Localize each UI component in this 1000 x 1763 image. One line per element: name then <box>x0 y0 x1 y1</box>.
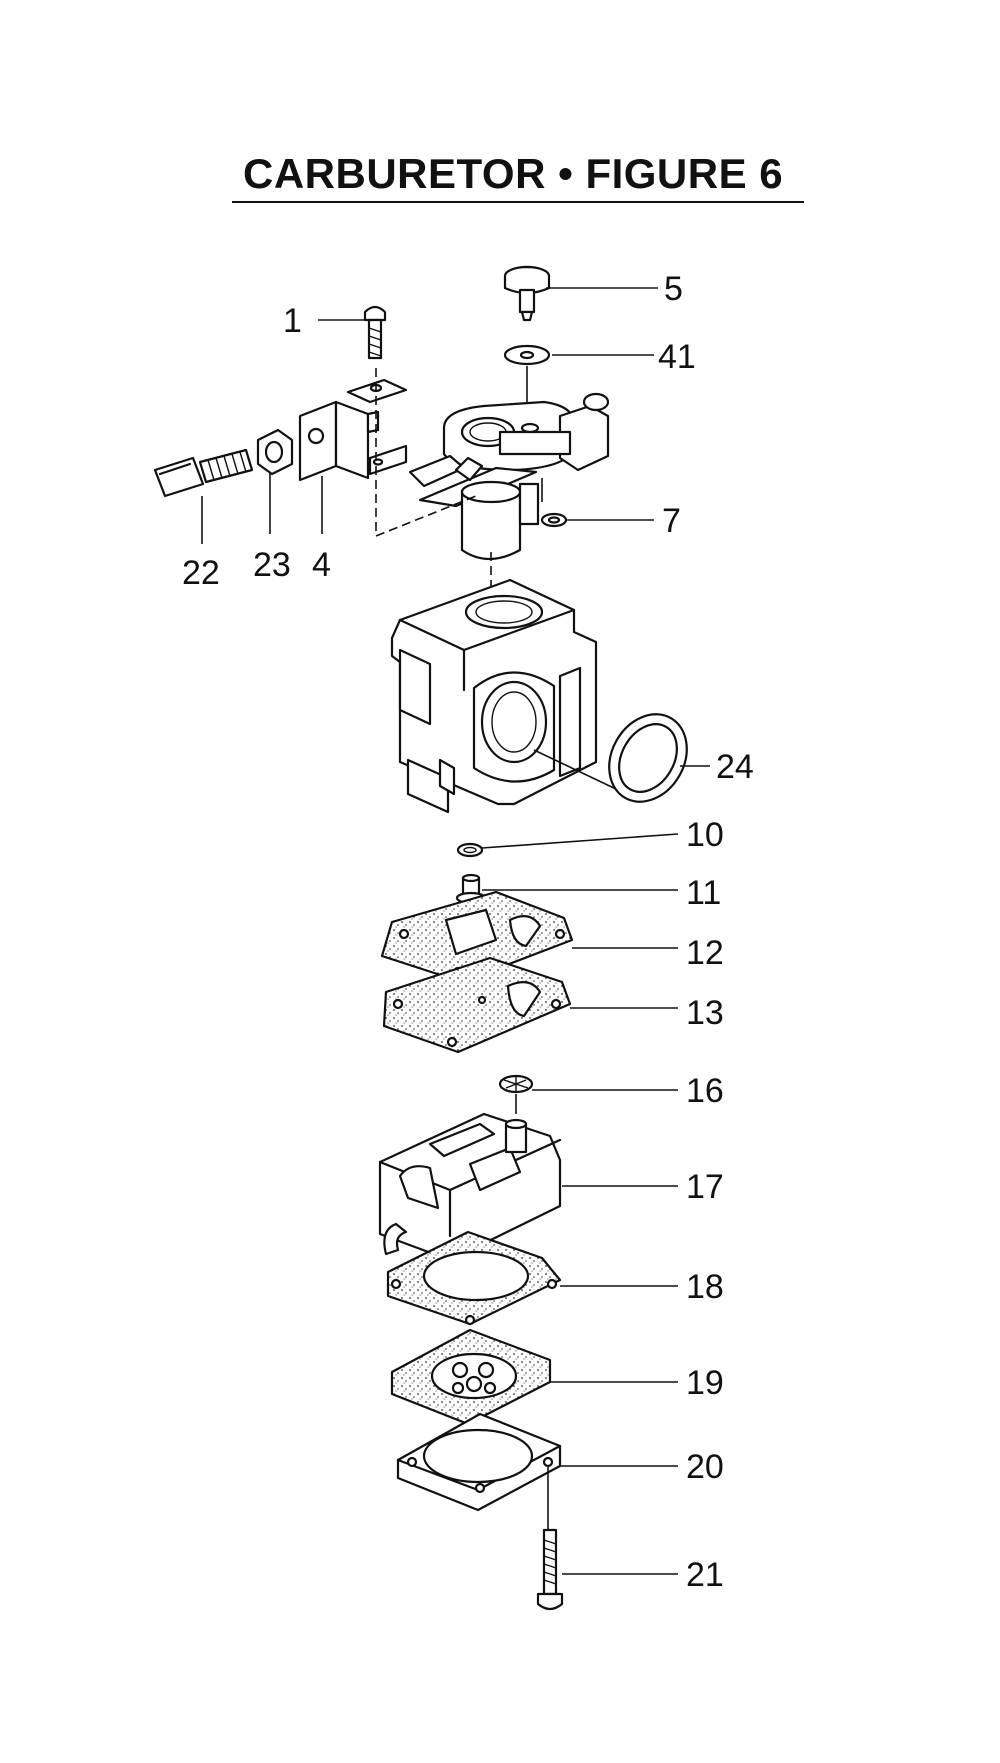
part-7-small-washer <box>540 478 568 528</box>
part-24-ring-gasket <box>608 713 688 803</box>
label-part-17: 17 <box>686 1168 724 1206</box>
label-part-16: 16 <box>686 1072 724 1110</box>
label-part-22: 22 <box>182 554 220 592</box>
part-16-filter-screen <box>498 1074 534 1114</box>
label-part-7: 7 <box>662 502 681 540</box>
label-part-1: 1 <box>283 302 302 340</box>
throttle-assembly <box>408 392 610 560</box>
assembly-line-2 <box>375 495 477 537</box>
label-part-12: 12 <box>686 934 724 972</box>
part-18-gasket <box>386 1230 562 1326</box>
leader-lines <box>201 287 710 1575</box>
part-41-washer <box>503 344 551 418</box>
label-part-18: 18 <box>686 1268 724 1306</box>
label-part-23: 23 <box>253 546 291 584</box>
part-labels: 1 5 41 7 22 23 4 24 10 11 12 13 16 17 18… <box>182 270 754 1594</box>
part-20-cover <box>396 1412 562 1536</box>
label-part-4: 4 <box>312 546 331 584</box>
label-part-24: 24 <box>716 748 754 786</box>
part-19-diaphragm <box>390 1328 552 1426</box>
label-part-5: 5 <box>664 270 683 308</box>
part-12-gasket <box>380 890 574 984</box>
label-part-21: 21 <box>686 1556 724 1594</box>
title-underline <box>232 201 804 203</box>
part-5-adjust-screw <box>503 265 551 322</box>
label-part-10: 10 <box>686 816 724 854</box>
label-part-13: 13 <box>686 994 724 1032</box>
part-22-adjuster-bolt <box>153 448 254 498</box>
label-part-20: 20 <box>686 1448 724 1486</box>
label-part-11: 11 <box>686 874 721 912</box>
part-4-bracket <box>298 378 408 482</box>
part-23-nut <box>256 428 294 476</box>
label-part-19: 19 <box>686 1364 724 1402</box>
part-17-pump-body <box>378 1112 562 1262</box>
part-13-gasket <box>382 956 572 1054</box>
figure-title: CARBURETOR • FIGURE 6 <box>243 150 784 197</box>
part-21-long-screw <box>536 1528 564 1611</box>
carburetor-body <box>390 578 619 814</box>
part-1-screw <box>363 305 387 360</box>
label-part-41: 41 <box>658 338 696 376</box>
part-10-o-ring <box>456 842 484 858</box>
